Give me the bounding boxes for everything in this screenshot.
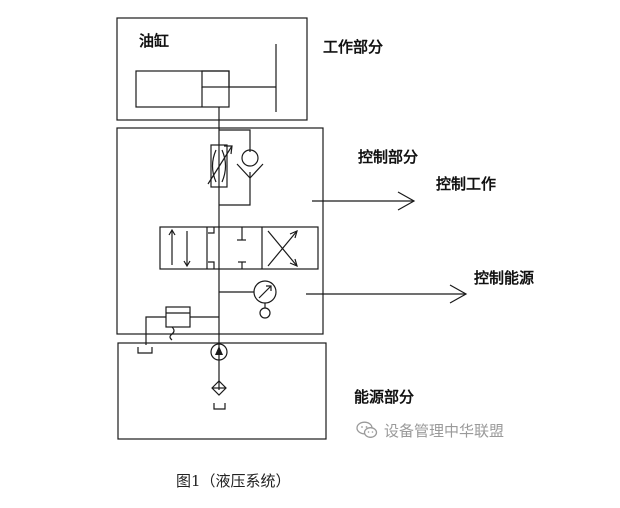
energy-section-label: 能源部分	[354, 388, 415, 406]
oil-filter	[211, 380, 227, 396]
directional-valve	[159, 226, 319, 270]
check-valve	[236, 149, 264, 179]
control-work-label: 控制工作	[436, 175, 497, 193]
control-energy-label: 控制能源	[474, 269, 535, 287]
pressure-gauge	[219, 280, 277, 319]
work-section-label: 工作部分	[323, 38, 384, 56]
control-section-label: 控制部分	[358, 148, 419, 166]
throttle-valve	[207, 144, 233, 188]
tank-symbol	[137, 347, 153, 354]
wechat-icon	[356, 421, 378, 438]
arrow-control-energy	[306, 284, 468, 304]
hydraulic-pump	[210, 343, 228, 361]
energy-section-box	[117, 342, 327, 440]
watermark-text: 设备管理中华联盟	[384, 421, 505, 440]
arrow-control-work	[312, 191, 416, 211]
hydraulic-cylinder	[135, 44, 277, 112]
cylinder-label: 油缸	[139, 32, 170, 50]
relief-valve	[145, 306, 219, 345]
pump-arrow	[215, 346, 223, 355]
throttle-arrow-head	[224, 145, 233, 155]
watermark: 设备管理中华联盟	[356, 419, 504, 441]
figure-caption: 图1（液压系统）	[176, 472, 291, 490]
work-section-box	[116, 17, 308, 121]
tank-symbol-bottom	[213, 403, 226, 410]
control-section-box	[116, 127, 324, 335]
pipe-lines	[218, 107, 251, 390]
